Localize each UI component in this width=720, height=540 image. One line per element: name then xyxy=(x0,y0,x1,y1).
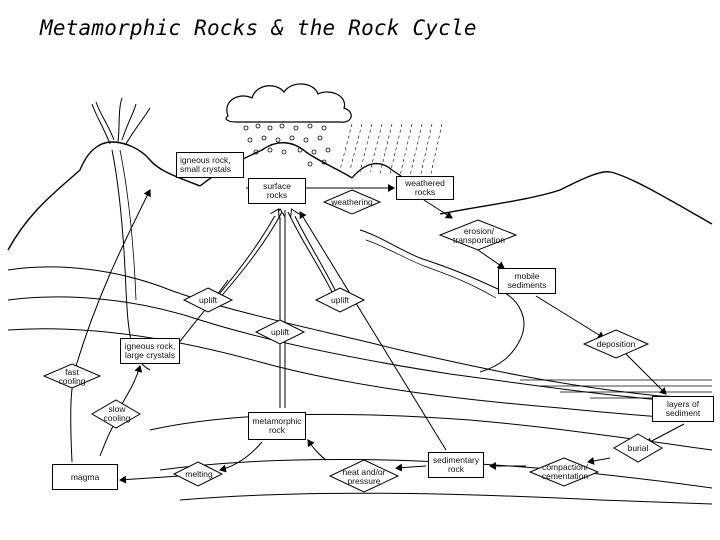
uplift-right-label: uplift xyxy=(331,294,349,305)
diamond-shapes xyxy=(42,189,663,493)
weathered-rocks-box: weathered rocks xyxy=(396,176,454,200)
deposition-label: deposition xyxy=(596,338,636,349)
hail xyxy=(243,123,331,167)
layers-of-sediment-box: layers of sediment xyxy=(652,396,714,422)
volcano xyxy=(7,141,201,251)
igneous-small-crystals-box: igneous rock, small crystals xyxy=(176,152,244,178)
magma-box: magma xyxy=(52,464,118,490)
slow-cooling-label: slow cooling xyxy=(103,404,131,423)
cloud xyxy=(225,83,352,123)
surface-rocks-box: surface rocks xyxy=(248,178,306,204)
melting-label: melting xyxy=(185,468,213,479)
fast-cooling-label: fast cooling xyxy=(58,367,86,386)
igneous-large-crystals-box: igneous rock, large crystals xyxy=(120,338,180,364)
mobile-sediments-box: mobile sediments xyxy=(498,268,556,294)
compaction-label: compaction/ cementation xyxy=(541,462,589,481)
heat-pressure-label: heat and/or pressure xyxy=(342,467,386,486)
uplift-center-label: uplift xyxy=(271,326,289,337)
eruption xyxy=(91,97,151,145)
strata xyxy=(7,266,713,505)
sedimentary-rock-box: sedimentary rock xyxy=(428,452,484,478)
metamorphic-rock-box: metamorphic rock xyxy=(248,412,306,440)
right-mountain xyxy=(439,171,713,225)
erosion-label: erosion/ transportation xyxy=(453,226,505,245)
weathering-label: weathering xyxy=(331,196,373,207)
uplift-left-label: uplift xyxy=(199,294,217,305)
rain xyxy=(339,123,443,179)
burial-label: burial xyxy=(627,442,649,453)
page-title: Metamorphic Rocks & the Rock Cycle xyxy=(40,16,477,40)
